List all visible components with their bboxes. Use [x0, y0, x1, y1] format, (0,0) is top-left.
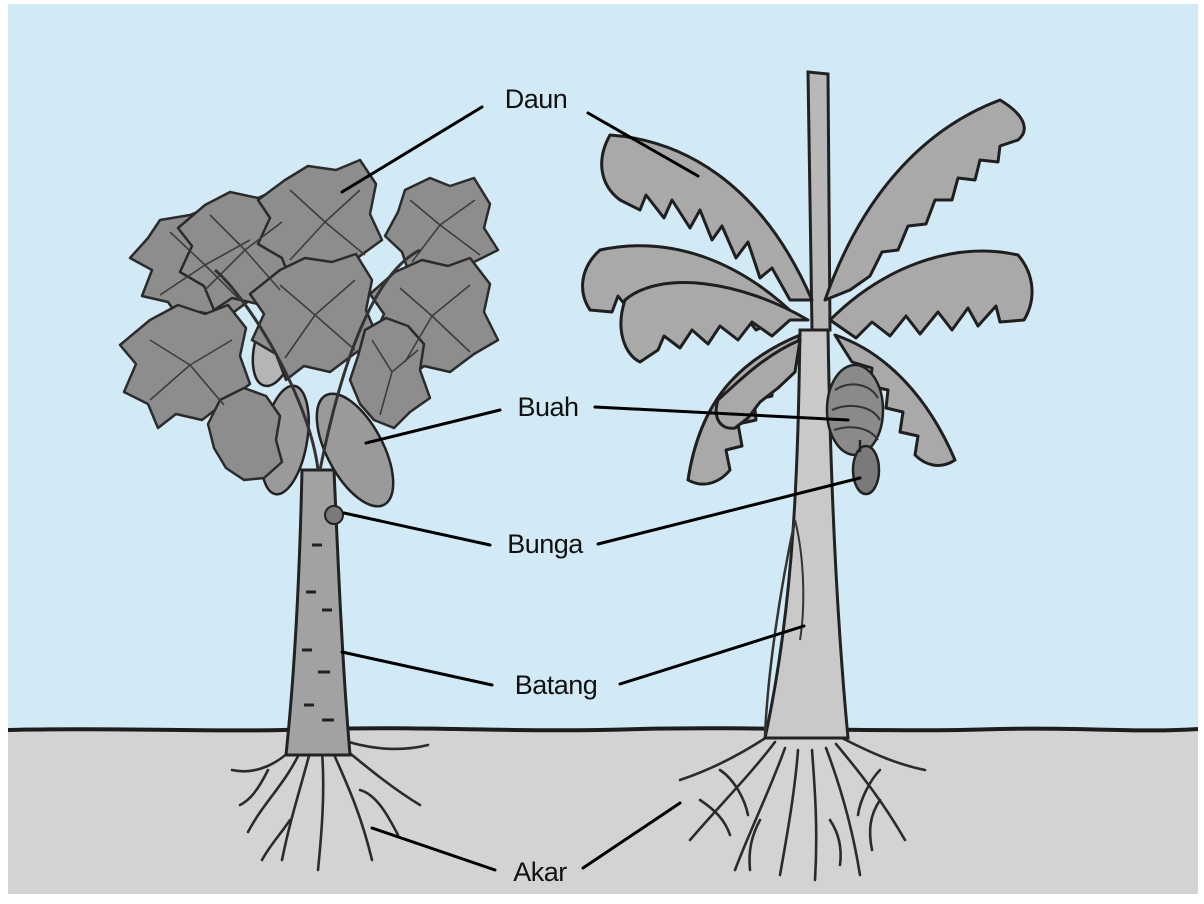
label-batang: Batang — [515, 670, 598, 700]
ground — [8, 730, 1198, 894]
label-bunga: Bunga — [507, 529, 584, 559]
ground-line — [8, 728, 1198, 730]
papaya-flower — [325, 506, 343, 524]
label-akar: Akar — [513, 857, 567, 887]
label-daun: Daun — [505, 84, 568, 114]
banana-flower — [853, 446, 879, 494]
label-buah: Buah — [517, 392, 578, 422]
